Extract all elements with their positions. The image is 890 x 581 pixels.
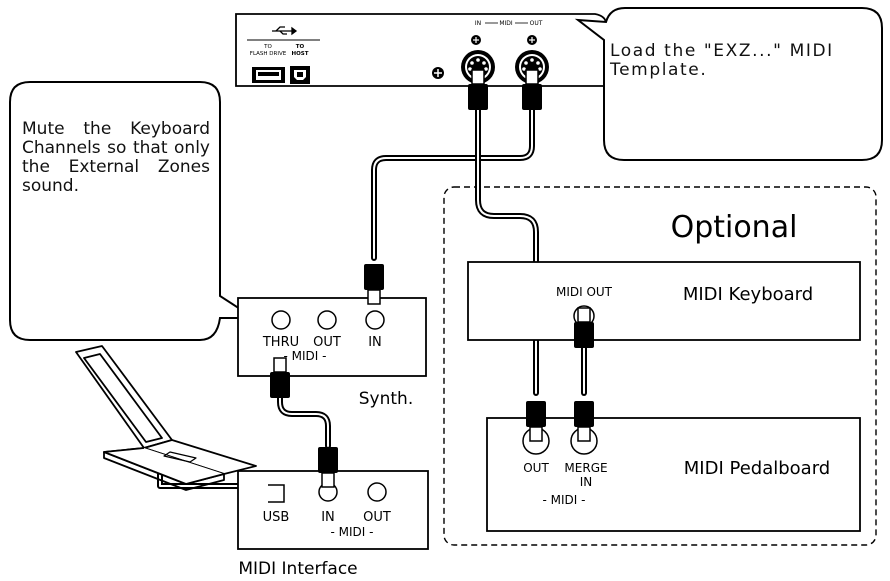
interface-usb-label: USB	[263, 510, 290, 525]
usb-host-label-to: TO	[296, 44, 305, 50]
optional-group-border	[443, 186, 877, 546]
interface-midi-label: - MIDI -	[331, 525, 374, 539]
synth-in-jack	[365, 310, 385, 330]
midi-keyboard-device: MIDI OUT MIDI Keyboard	[467, 261, 861, 341]
usb-to-host-port	[290, 66, 310, 84]
midi-template-callout-text: Load the "EXZ..." MIDI Template.	[610, 41, 834, 80]
synth-thru-label: THRU	[262, 335, 299, 350]
interface-usb-port	[268, 484, 285, 503]
interface-out-label: OUT	[363, 510, 391, 525]
interface-out-jack	[367, 482, 387, 502]
pedalboard-merge-label: MERGE	[564, 461, 607, 475]
synth-in-label: IN	[368, 335, 382, 350]
cable-organ-out-to-synth-in	[371, 107, 535, 261]
organ-midi-out-screw-icon	[527, 35, 537, 45]
usb-flash-drive-port	[252, 67, 285, 83]
usb-host-label: HOST	[292, 51, 309, 57]
mute-channels-callout-text: Mute the Keyboard Channels so that only …	[22, 119, 210, 196]
cable-synth-thru-to-interface-in	[277, 387, 331, 449]
laptop-icon	[75, 345, 257, 491]
usb-symbol-icon	[272, 26, 298, 36]
pedalboard-out-label: OUT	[523, 461, 549, 475]
synth-out-label: OUT	[313, 335, 341, 350]
synth-out-jack	[317, 310, 337, 330]
usb-flash-label: FLASH DRIVE	[250, 51, 287, 57]
pedalboard-midi-label: - MIDI -	[543, 493, 586, 507]
midi-template-callout-bubble	[574, 7, 883, 161]
midi-pedalboard-name: MIDI Pedalboard	[684, 458, 830, 479]
midi-keyboard-name: MIDI Keyboard	[683, 284, 813, 305]
organ-midi-in-label: IN	[475, 20, 481, 27]
midi-pedalboard-device: OUT MERGE IN - MIDI - MIDI Pedalboard	[486, 417, 861, 532]
synth-thru-jack	[271, 310, 291, 330]
mute-channels-callout-bubble	[9, 81, 258, 341]
screw-icon	[432, 67, 444, 79]
organ-midi-in-socket	[461, 50, 495, 84]
organ-midi-label: MIDI	[499, 20, 513, 27]
midi-keyboard-port-label: MIDI OUT	[556, 285, 613, 299]
interface-in-label: IN	[321, 510, 335, 525]
midi-cables	[157, 107, 587, 489]
organ-midi-out-label: OUT	[530, 20, 543, 27]
usb-flash-label-to: TO	[263, 44, 272, 50]
pedalboard-in-label: IN	[580, 475, 593, 489]
synth-name: Synth.	[359, 389, 413, 409]
organ-midi-in-screw-icon	[471, 35, 481, 45]
organ-rear-panel: TO FLASH DRIVE TO HOST IN MIDI OUT	[235, 13, 607, 87]
midi-interface-name: MIDI Interface	[238, 559, 357, 579]
synth-device: THRU OUT IN - MIDI -	[237, 297, 427, 377]
optional-title: Optional	[671, 210, 798, 245]
synth-midi-label: - MIDI -	[284, 349, 327, 363]
